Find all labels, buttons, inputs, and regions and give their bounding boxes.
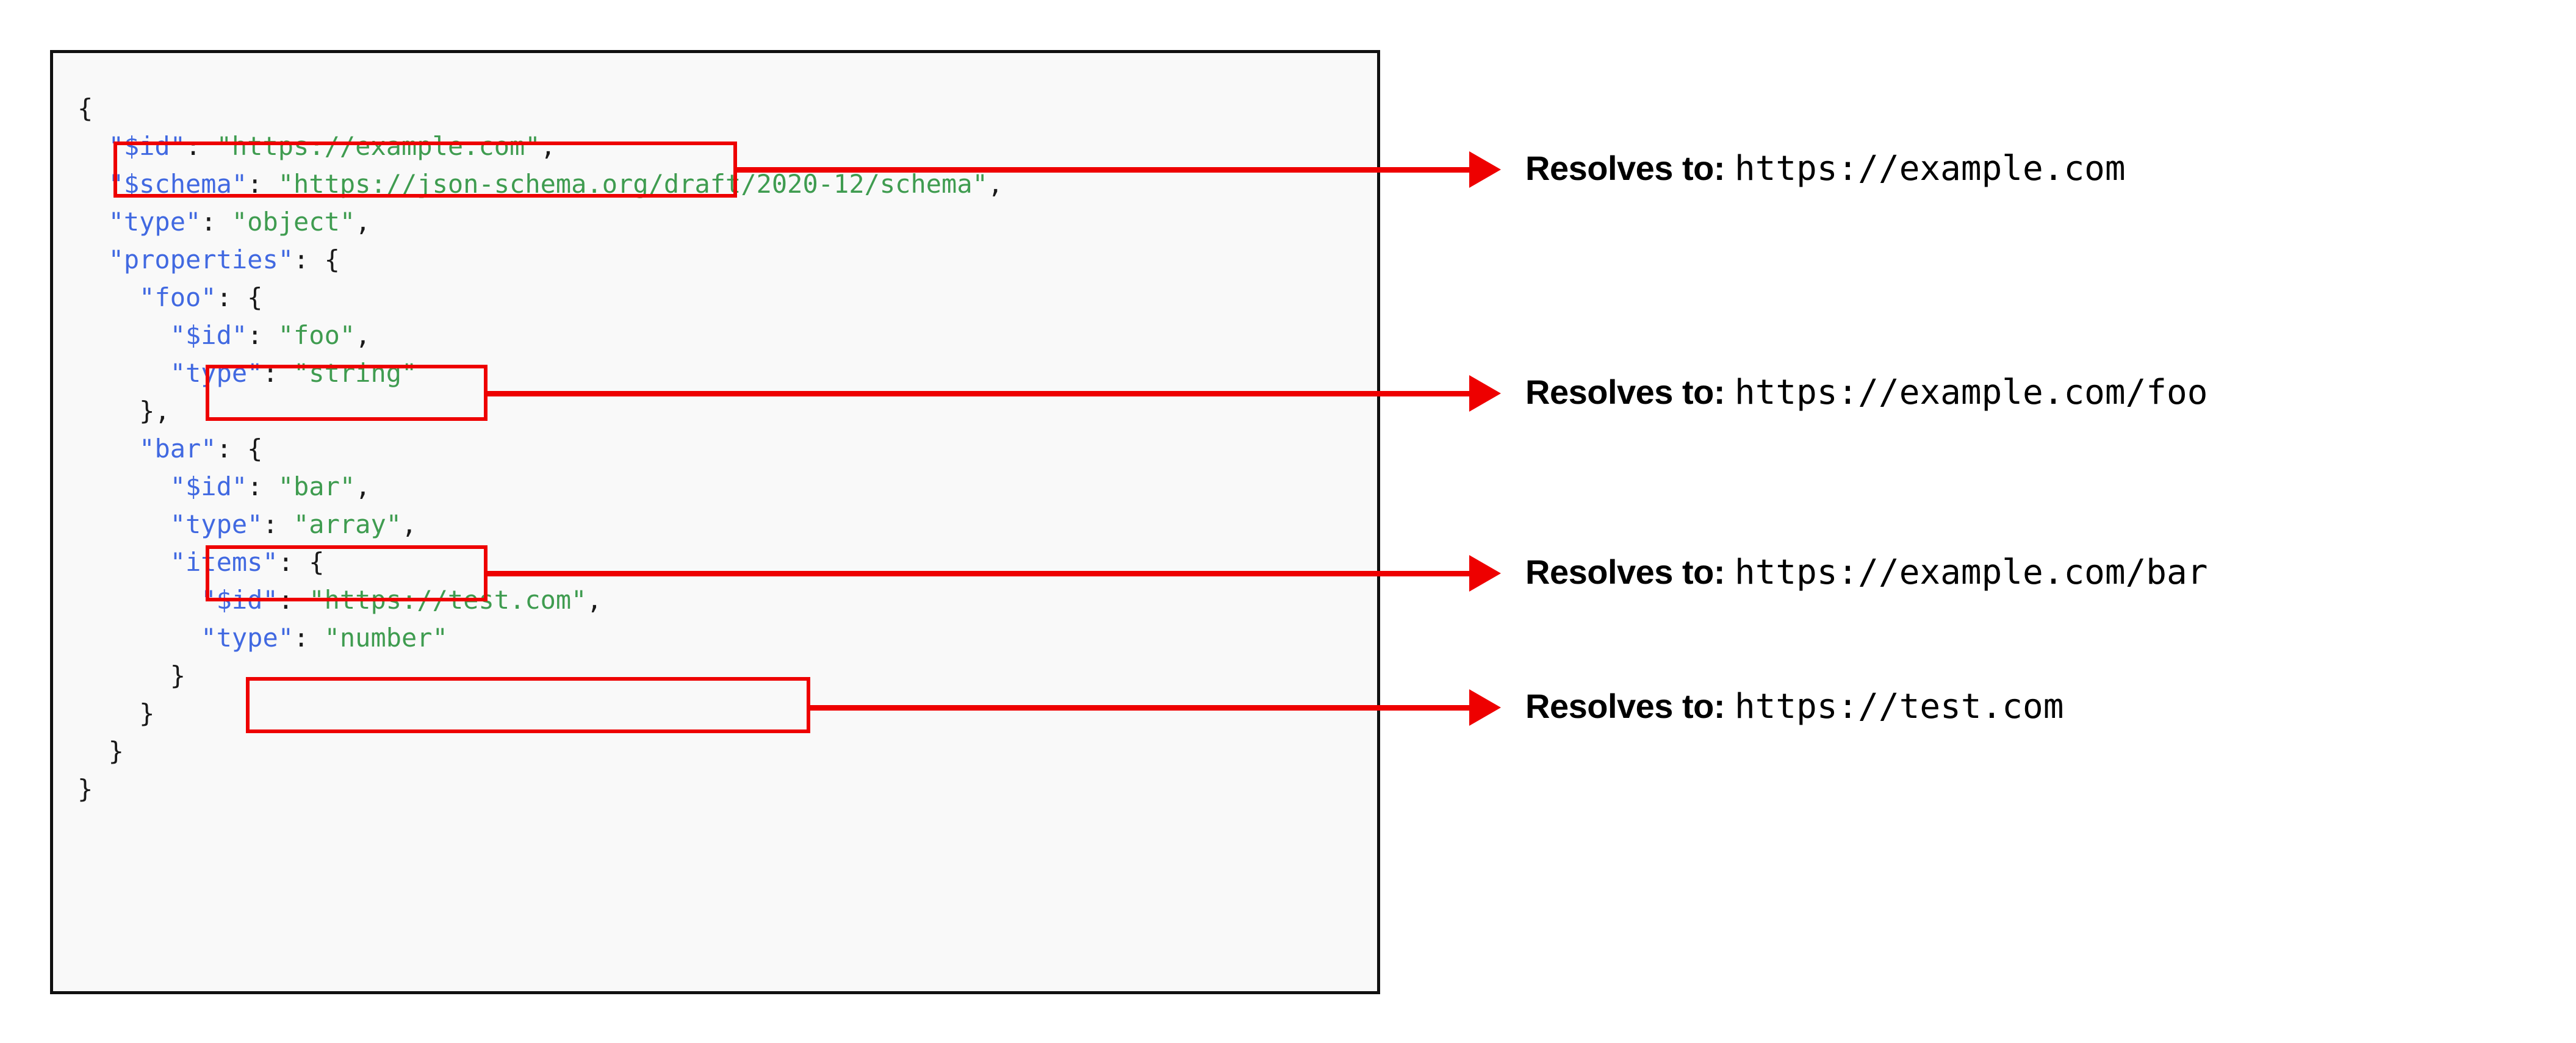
resolves-to-text: Resolves to: <box>1525 687 1725 725</box>
resolve-bar-arrowhead-icon <box>1469 555 1501 592</box>
code-token: "$id" <box>170 320 248 350</box>
code-token: , <box>355 207 371 237</box>
resolve-bar-label: Resolves to: https://example.com/bar <box>1525 555 2207 590</box>
code-token: , <box>540 131 556 161</box>
resolves-to-text: Resolves to: <box>1525 149 1725 187</box>
code-token: , <box>355 471 371 501</box>
resolve-foo-label: Resolves to: https://example.com/foo <box>1525 375 2207 410</box>
code-line: "$id": "https://test.com", <box>77 581 1003 619</box>
resolve-foo-arrowhead-icon <box>1469 375 1501 412</box>
code-token: "type" <box>170 358 263 388</box>
code-token: "$id" <box>201 585 278 615</box>
code-token: "string" <box>293 358 417 388</box>
code-token: : <box>247 169 278 199</box>
code-token: "bar" <box>278 471 356 501</box>
code-token: , <box>987 169 1004 199</box>
resolved-uri-text: https://example.com <box>1735 149 2126 188</box>
code-token: "https://json-schema.org/draft/2020-12/s… <box>278 169 988 199</box>
code-line: } <box>77 657 1003 695</box>
code-token: : { <box>216 434 263 464</box>
code-token: "foo" <box>278 320 356 350</box>
resolves-to-text: Resolves to: <box>1525 553 1725 591</box>
code-token: : <box>185 131 217 161</box>
resolve-root-arrow-line <box>737 167 1469 173</box>
code-token: "properties" <box>108 245 294 274</box>
resolved-uri-text: https://example.com/foo <box>1735 373 2208 412</box>
code-token: "https://test.com" <box>309 585 587 615</box>
resolve-items-arrowhead-icon <box>1469 689 1501 726</box>
code-token: "type" <box>170 509 263 539</box>
resolve-items-label: Resolves to: https://test.com <box>1525 689 2063 724</box>
code-line: } <box>77 733 1003 770</box>
code-token: , <box>355 320 371 350</box>
code-token: : <box>247 320 278 350</box>
code-line: { <box>77 90 1003 127</box>
resolve-root-label: Resolves to: https://example.com <box>1525 151 2126 186</box>
code-line: "type": "string" <box>77 354 1003 392</box>
code-token: : { <box>278 547 325 577</box>
code-token: "foo" <box>139 282 217 312</box>
code-line: "type": "array", <box>77 506 1003 543</box>
code-token: : <box>262 358 294 388</box>
code-token: }, <box>139 396 170 426</box>
code-token: : { <box>216 282 263 312</box>
code-token: , <box>586 585 602 615</box>
code-token: "$id" <box>170 471 248 501</box>
code-line: } <box>77 770 1003 808</box>
code-token: : <box>262 509 294 539</box>
code-line: } <box>77 695 1003 733</box>
code-token: "type" <box>201 623 294 653</box>
code-line: "type": "object", <box>77 203 1003 241</box>
code-line: "items": { <box>77 543 1003 581</box>
code-token: "type" <box>108 207 201 237</box>
code-line: "type": "number" <box>77 619 1003 657</box>
resolve-foo-arrow-line <box>487 391 1469 396</box>
code-line: "foo": { <box>77 279 1003 317</box>
code-token: "number" <box>324 623 448 653</box>
resolve-bar-arrow-line <box>487 571 1469 576</box>
code-token: "bar" <box>139 434 217 464</box>
code-token: "$id" <box>108 131 186 161</box>
code-line: "$id": "bar", <box>77 468 1003 506</box>
code-line: "properties": { <box>77 241 1003 279</box>
code-token: : { <box>293 245 340 274</box>
code-token: : <box>201 207 232 237</box>
resolve-root-arrowhead-icon <box>1469 151 1501 188</box>
code-token: : <box>247 471 278 501</box>
code-token: "https://example.com" <box>216 131 541 161</box>
code-token: , <box>401 509 417 539</box>
code-line: "bar": { <box>77 430 1003 468</box>
resolves-to-text: Resolves to: <box>1525 373 1725 411</box>
code-token: } <box>108 736 124 766</box>
resolve-items-arrow-line <box>810 705 1469 711</box>
code-token: "$schema" <box>108 169 248 199</box>
resolved-uri-text: https://example.com/bar <box>1735 553 2208 592</box>
resolved-uri-text: https://test.com <box>1735 687 2064 726</box>
code-token: "object" <box>231 207 356 237</box>
code-token: "array" <box>293 509 402 539</box>
code-token: : <box>293 623 325 653</box>
code-token: } <box>77 774 93 804</box>
code-line: }, <box>77 392 1003 430</box>
code-token: : <box>278 585 309 615</box>
code-line: "$schema": "https://json-schema.org/draf… <box>77 165 1004 203</box>
code-token: "items" <box>170 547 278 577</box>
code-token: { <box>77 93 93 123</box>
code-token: } <box>170 661 186 690</box>
code-token: } <box>139 698 155 728</box>
code-line: "$id": "foo", <box>77 317 1003 354</box>
json-schema-code: { "$id": "https://example.com", "$schema… <box>77 90 1003 808</box>
code-line: "$id": "https://example.com", <box>77 127 1003 165</box>
json-schema-code-panel: { "$id": "https://example.com", "$schema… <box>50 50 1380 994</box>
